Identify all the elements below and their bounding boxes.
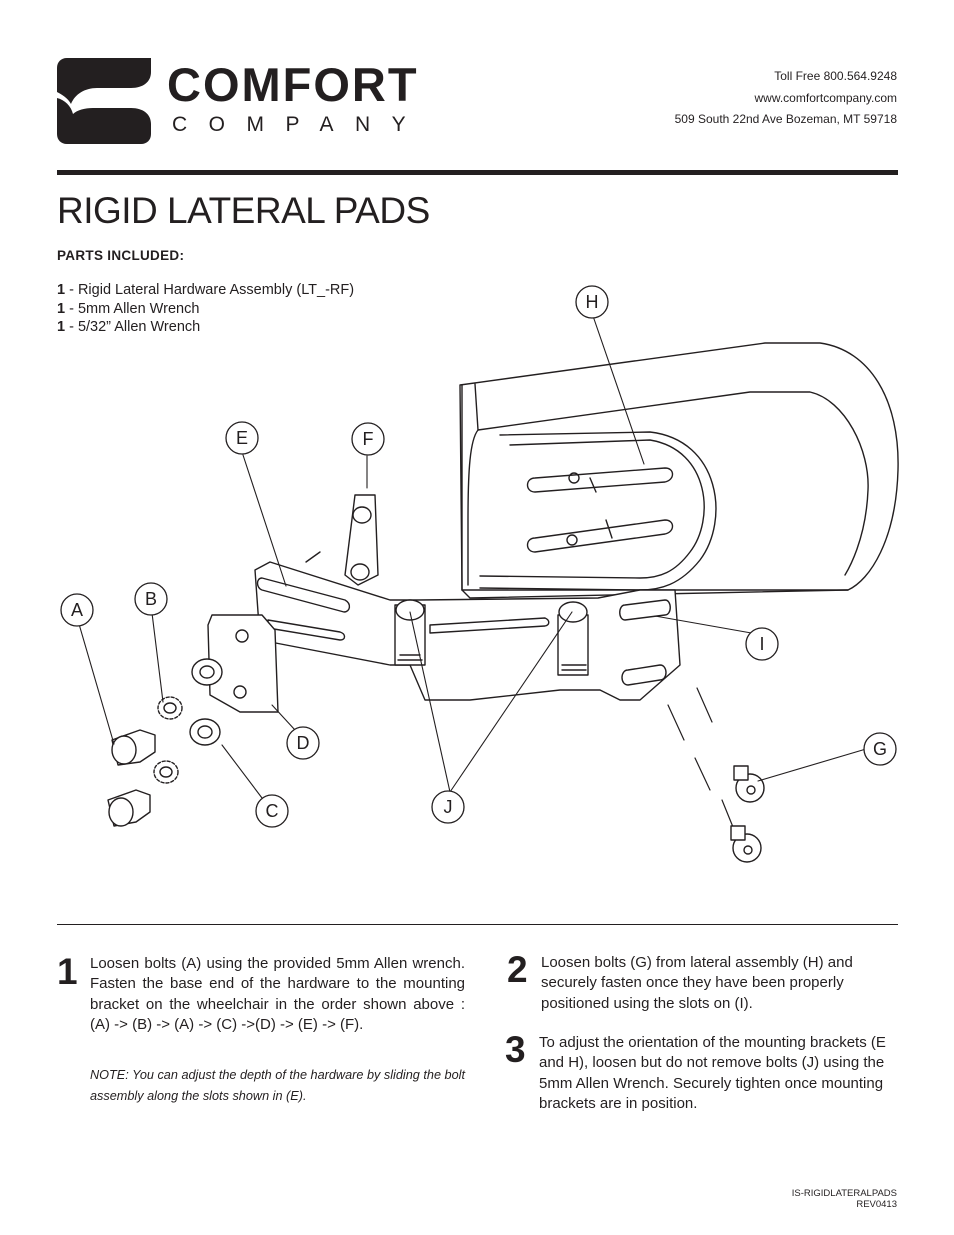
brand-subname: COMPANY (172, 113, 428, 136)
mounting-plate-drawing (207, 614, 279, 713)
doc-revision: REV0413 (856, 1199, 897, 1210)
header-divider (57, 170, 898, 175)
small-plate-drawing (305, 494, 379, 586)
label-g: G (873, 739, 887, 759)
brand-name: COMFORT (167, 58, 419, 111)
company-logo: COMFORT COMPANY (57, 58, 437, 146)
label-circle-c (255, 794, 289, 828)
parts-item: 1 - 5mm Allen Wrench (57, 300, 354, 319)
parts-qty: 1 (57, 319, 66, 335)
parts-desc: - 5/32” Allen Wrench (65, 319, 201, 335)
label-circle-i (745, 627, 779, 661)
address: 509 South 22nd Ave Bozeman, MT 59718 (674, 112, 897, 126)
parts-list: 1 - Rigid Lateral Hardware Assembly (LT_… (57, 281, 354, 337)
label-c: C (266, 801, 279, 821)
phone: Toll Free 800.564.9248 (774, 69, 897, 83)
label-circle-b (134, 582, 168, 616)
label-b: B (145, 589, 157, 609)
label-circle-e (225, 421, 259, 455)
label-f: F (363, 429, 374, 449)
parts-qty: 1 (57, 300, 66, 317)
label-circle-d (286, 726, 320, 760)
step-3-number: 3 (505, 1029, 526, 1070)
step-3-text: To adjust the orientation of the mountin… (539, 1034, 886, 1113)
label-circle-h (575, 285, 609, 319)
bolts-g-drawing (667, 687, 765, 863)
logo-mark-icon (57, 58, 151, 144)
label-circle-g (863, 732, 897, 766)
parts-item: 1 - Rigid Lateral Hardware Assembly (LT_… (57, 281, 354, 300)
page-title: RIGID LATERAL PADS (57, 190, 430, 231)
doc-code: IS-RIGIDLATERALPADS (791, 1188, 897, 1199)
section-divider (57, 924, 898, 925)
label-e: E (236, 428, 248, 448)
label-circle-j (431, 790, 465, 824)
label-a: A (71, 600, 83, 620)
label-j: J (444, 797, 453, 817)
parts-qty: 1 (57, 282, 66, 298)
step-2-number: 2 (507, 949, 528, 990)
bracket-drawing (254, 561, 681, 701)
step-1-text: Loosen bolts (A) using the provided 5mm … (90, 955, 465, 1034)
lateral-pad-drawing (459, 342, 899, 599)
parts-item: 1 - 5/32” Allen Wrench (57, 318, 354, 337)
contact-block: Toll Free 800.564.9248 www.comfortcompan… (675, 66, 897, 131)
label-i: I (759, 634, 764, 654)
label-d: D (297, 733, 310, 753)
parts-desc: - Rigid Lateral Hardware Assembly (LT_-R… (65, 282, 355, 298)
parts-heading: PARTS INCLUDED: (57, 248, 185, 263)
leader-lines (78, 315, 867, 799)
assembly-diagram: A B C D E F G H I J (60, 285, 899, 863)
step-1-note: NOTE: You can adjust the depth of the ha… (90, 1068, 465, 1103)
label-h: H (586, 292, 599, 312)
hardware-drawing (107, 658, 223, 827)
label-circle-f (351, 422, 385, 456)
label-circle-a (60, 593, 94, 627)
document-id: IS-RIGIDLATERALPADS REV0413 (792, 1188, 897, 1210)
label-circles (60, 285, 897, 828)
parts-desc: - 5mm Allen Wrench (65, 300, 200, 317)
step-1-number: 1 (57, 951, 78, 992)
step-2-text: Loosen bolts (G) from lateral assembly (… (541, 954, 853, 1012)
website-link[interactable]: www.comfortcompany.com (754, 90, 897, 105)
